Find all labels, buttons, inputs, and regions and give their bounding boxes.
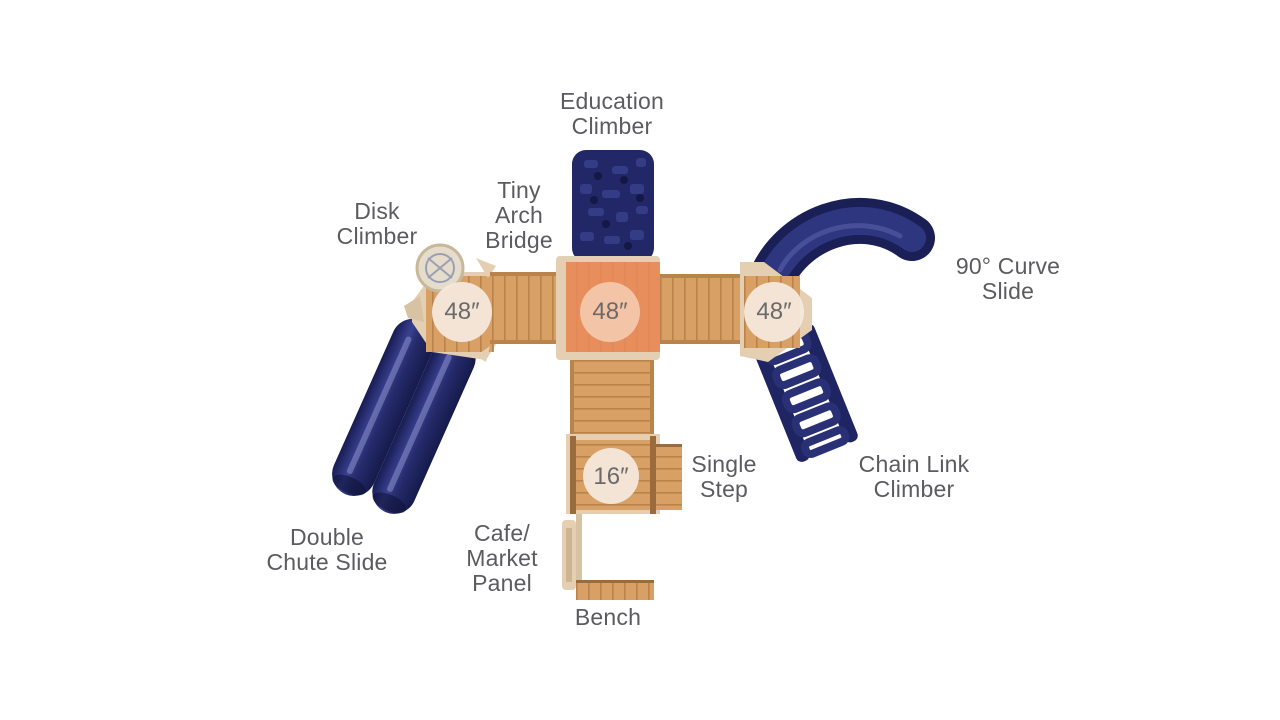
left-deck-badge [432,282,492,342]
chain-link-climber [752,323,858,462]
education-climber-label: Education Climber [559,88,665,139]
curve-slide-label: 90° Curve Slide [955,253,1061,304]
height-badges [432,282,804,504]
lower-deck-badge [583,448,639,504]
disk-climber [415,243,465,293]
tiny-arch-bridge [490,272,560,344]
double-chute-slide-label: Double Chute Slide [266,524,388,575]
center-deck-height: 48″ [592,298,628,325]
disk-climber-label: Disk Climber [336,198,418,249]
cafe-market-panel [562,514,582,590]
bench [576,580,654,600]
bench-label: Bench [574,604,642,630]
right-deck-badge [744,282,804,342]
chain-link-climber-label: Chain Link Climber [858,451,970,502]
double-chute-slide [332,318,476,514]
cafe-market-panel-label: Cafe/ Market Panel [466,520,538,596]
left-deck-height: 48″ [444,298,480,325]
single-step [656,444,682,510]
center-deck-badge [580,282,640,342]
tiny-arch-bridge-label: Tiny Arch Bridge [485,177,553,253]
education-climber [572,150,654,262]
right-walkway [660,274,746,344]
right-deck-height: 48″ [756,298,792,325]
stairway [570,360,654,436]
lower-deck-height: 16″ [593,463,629,490]
single-step-label: Single Step [691,451,757,502]
curve-slide [747,197,935,305]
